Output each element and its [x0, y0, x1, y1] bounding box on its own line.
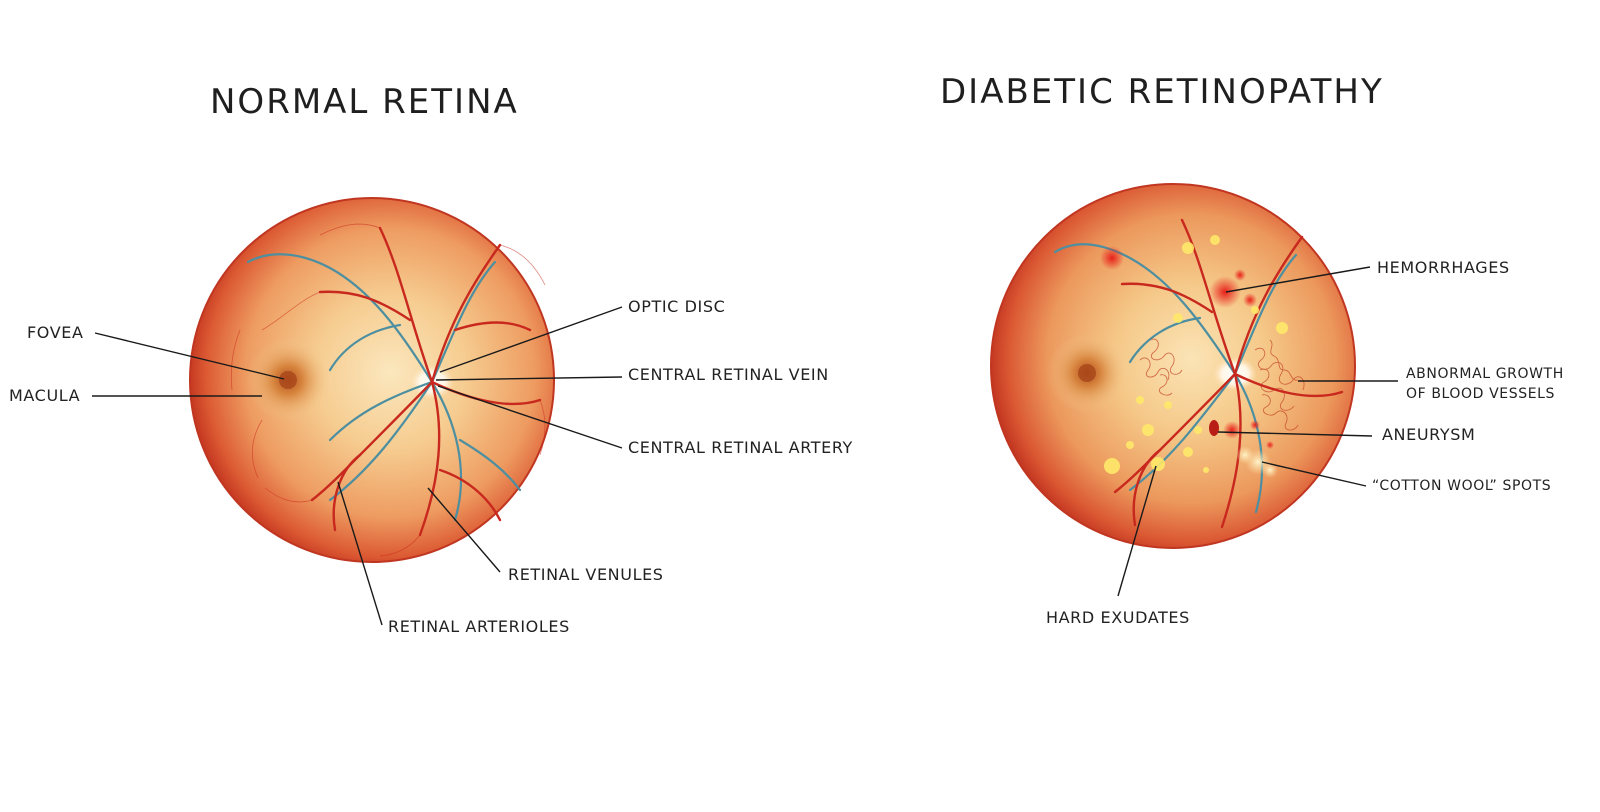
normal-veins: [246, 253, 522, 522]
leader-central-artery: [437, 385, 623, 449]
label-abnormal-growth-line1: ABNORMAL GROWTH: [1406, 366, 1564, 382]
leader-arterioles: [337, 481, 383, 626]
label-retinal-venules: RETINAL VENULES: [508, 565, 664, 584]
leader-aneurysm: [1217, 431, 1373, 437]
label-abnormal-growth-line2: OF BLOOD VESSELS: [1406, 386, 1556, 402]
diabetic-retina-fundus: [990, 183, 1356, 549]
leader-optic-disc: [439, 306, 623, 373]
leader-venules: [427, 487, 501, 573]
hemorrhage-spots: [1100, 246, 1274, 449]
fovea-spot: [279, 371, 297, 389]
leader-fovea: [94, 332, 285, 380]
label-central-retinal-artery: CENTRAL RETINAL ARTERY: [628, 438, 853, 457]
normal-arteries: [310, 226, 542, 537]
dr-veins: [1053, 243, 1298, 514]
normal-capillaries: [230, 223, 546, 557]
label-aneurysm: ANEURYSM: [1382, 425, 1476, 444]
label-central-retinal-vein: CENTRAL RETINAL VEIN: [628, 365, 829, 384]
dr-arteries: [1113, 218, 1344, 529]
aneurysm-bulge: [1209, 420, 1219, 436]
label-hard-exudates: HARD EXUDATES: [1046, 608, 1190, 627]
leader-cotton-wool: [1261, 461, 1367, 487]
dr-fovea-spot: [1078, 364, 1096, 382]
normal-leader-lines: [92, 306, 623, 626]
cotton-wool-spots: [1236, 446, 1278, 478]
label-macula: MACULA: [9, 386, 81, 405]
label-optic-disc: OPTIC DISC: [628, 297, 726, 316]
hard-exudate-spots: [1104, 235, 1288, 474]
diabetic-leader-lines: [1117, 266, 1398, 597]
label-cotton-wool-spots: “COTTON WOOL” SPOTS: [1372, 478, 1552, 494]
diabetic-retinopathy-title: DIABETIC RETINOPATHY: [940, 72, 1384, 112]
leader-central-vein: [435, 376, 623, 381]
label-fovea: FOVEA: [27, 323, 84, 342]
label-hemorrhages: HEMORRHAGES: [1377, 258, 1510, 277]
label-retinal-arterioles: RETINAL ARTERIOLES: [388, 617, 570, 636]
leader-hemorrhages: [1225, 266, 1371, 293]
normal-retina-fundus: [189, 197, 555, 563]
abnormal-vessel-growth: [1139, 338, 1305, 431]
normal-retina-title: NORMAL RETINA: [210, 82, 519, 122]
leader-hard-exudates: [1117, 465, 1157, 597]
